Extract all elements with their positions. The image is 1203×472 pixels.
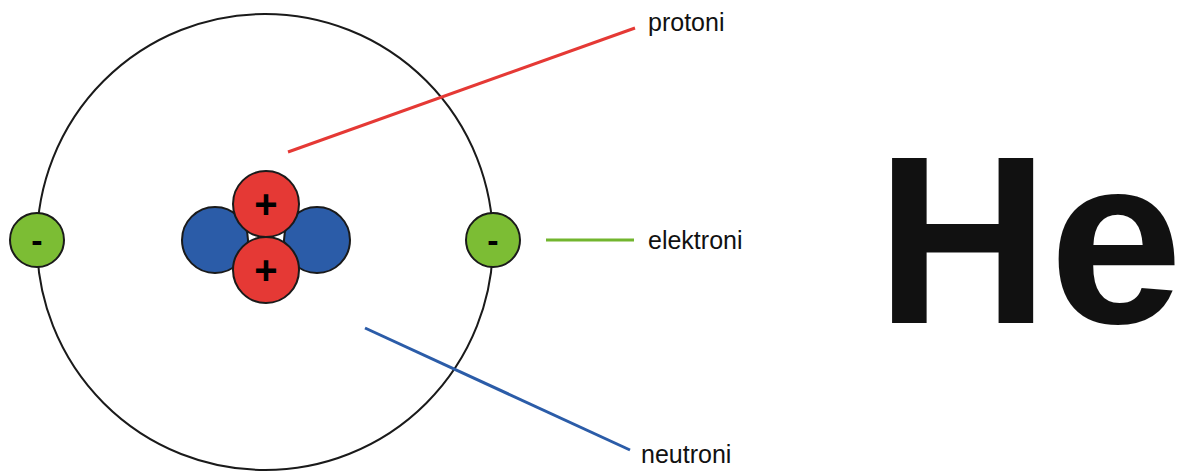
part-label: neutroni (641, 442, 731, 467)
charge-sign: - (487, 223, 498, 257)
electron-circle: - (9, 212, 65, 268)
charge-sign: + (254, 184, 277, 224)
proton-circle: + (232, 236, 300, 304)
charge-sign: + (254, 250, 277, 290)
proton-circle: + (232, 170, 300, 238)
electron-circle: - (465, 212, 521, 268)
leader-line (546, 239, 634, 242)
leader-line (365, 328, 630, 450)
element-symbol: He (876, 120, 1183, 360)
part-label: elektroni (648, 228, 743, 253)
charge-sign: - (31, 223, 42, 257)
leader-line (288, 28, 635, 152)
orbit-circle (37, 14, 493, 470)
part-label: protoni (648, 10, 724, 35)
